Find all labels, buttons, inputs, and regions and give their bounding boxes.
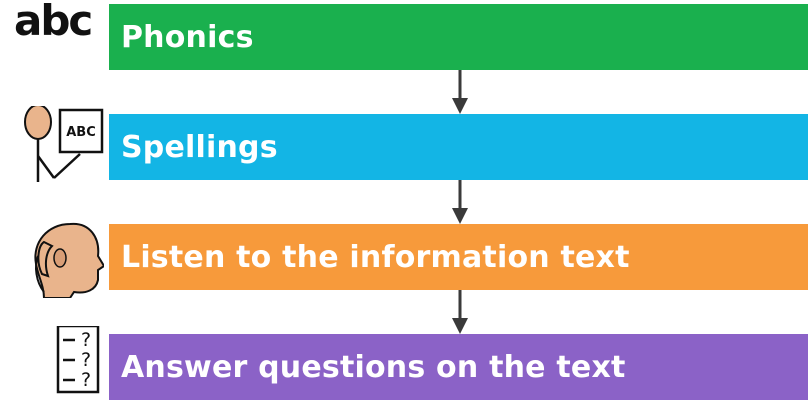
question-mark-1: ? <box>81 329 91 351</box>
board-text: ABC <box>66 125 96 140</box>
listening-ear-icon <box>8 216 104 298</box>
step-listen: Listen to the information text <box>0 222 808 298</box>
down-arrow-icon <box>450 70 470 114</box>
abc-icon: abc <box>8 0 104 78</box>
down-arrow-icon <box>450 290 470 334</box>
step-label-spellings: Spellings <box>121 129 278 165</box>
step-spellings: ABC Spellings <box>0 106 808 182</box>
step-answer: ? ? ? Answer questions on the text <box>0 326 808 400</box>
abc-icon-text: abc <box>14 0 93 45</box>
question-sheet-icon: ? ? ? <box>8 326 104 408</box>
step-bar-spellings: Spellings <box>109 114 808 180</box>
down-arrow-icon <box>450 180 470 224</box>
step-label-phonics: Phonics <box>121 19 254 55</box>
step-bar-listen: Listen to the information text <box>109 224 808 290</box>
step-label-answer: Answer questions on the text <box>121 349 626 385</box>
step-label-listen: Listen to the information text <box>121 239 630 275</box>
step-bar-phonics: Phonics <box>109 4 808 70</box>
step-phonics: abc Phonics <box>0 0 808 70</box>
question-mark-2: ? <box>81 349 91 371</box>
person-spelling-icon: ABC <box>8 106 104 188</box>
question-mark-3: ? <box>81 369 91 391</box>
step-bar-answer: Answer questions on the text <box>109 334 808 400</box>
